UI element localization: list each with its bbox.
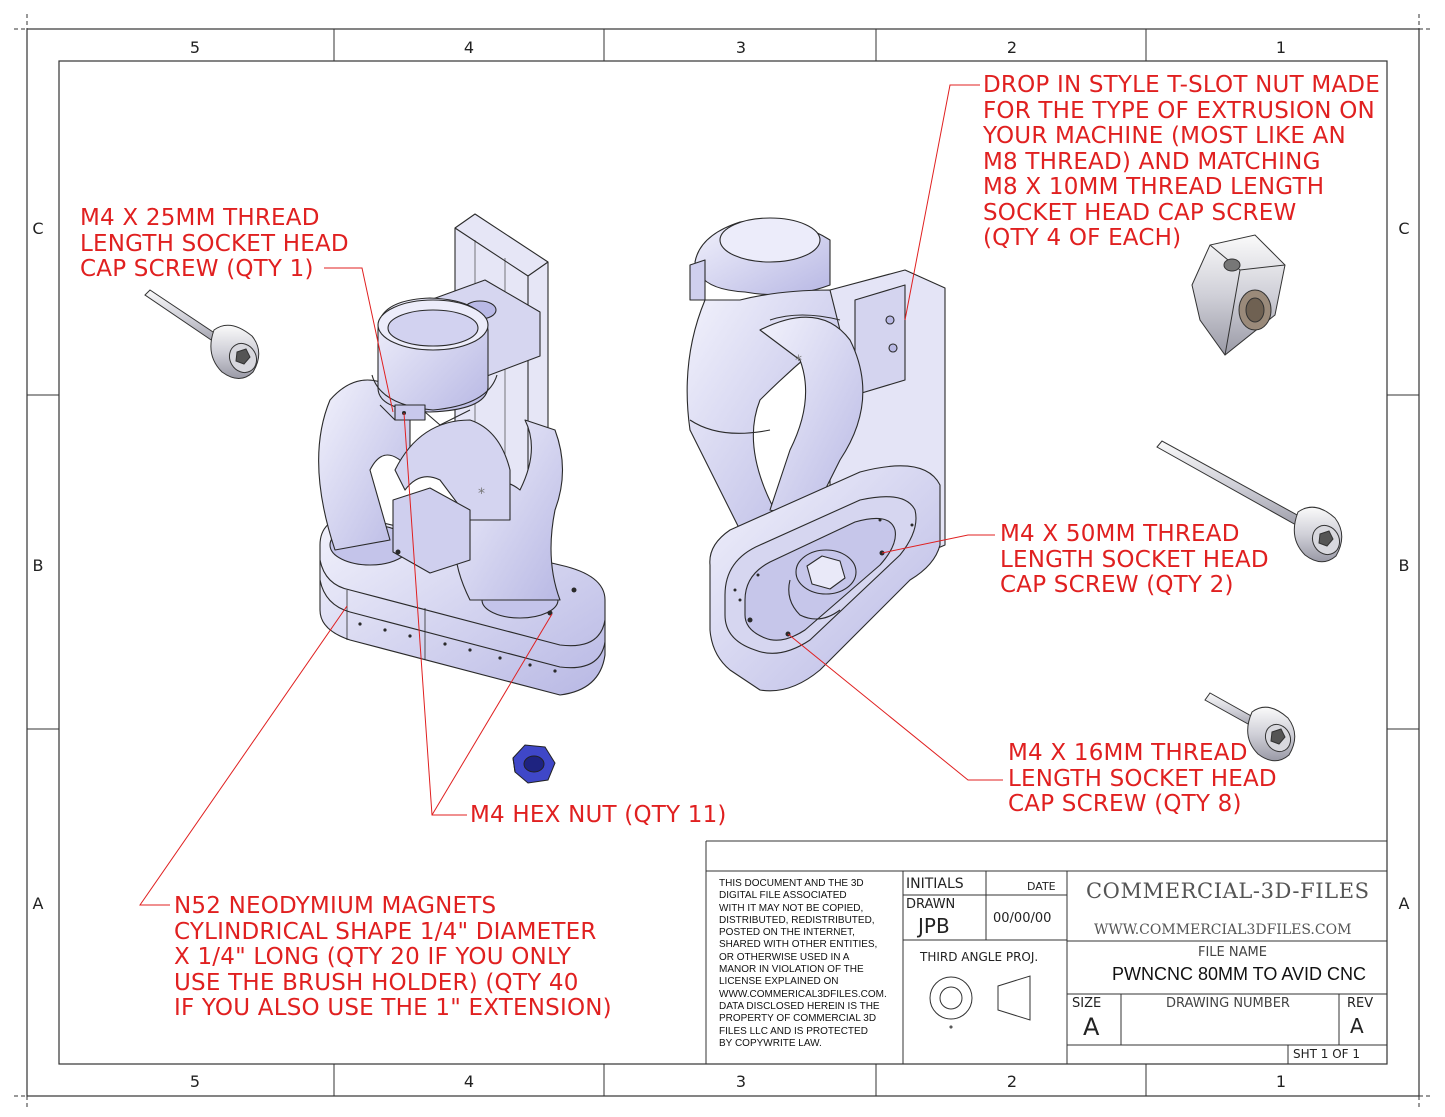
zone-row-a-right: A [1398,894,1410,913]
sheet-border [14,14,1433,1110]
cap-screw-25mm-icon [144,289,260,379]
date-label: DATE [1027,880,1056,893]
zone-col-2-bottom: 2 [1006,1072,1018,1091]
company-name: COMMERCIAL-3D-FILES [1086,879,1370,903]
projection-label: THIRD ANGLE PROJ. [920,950,1039,964]
zone-row-a-left: A [32,894,44,913]
zone-col-5-top: 5 [189,38,201,57]
company-website: WWW.COMMERCIAL3DFILES.COM [1094,922,1352,938]
zone-row-b-right: B [1398,556,1410,575]
cap-screw-16mm-icon [1204,692,1296,762]
zone-col-2-top: 2 [1006,38,1018,57]
size-label: SIZE [1072,996,1102,1011]
rev-value: A [1350,1014,1364,1038]
zone-col-4-bottom: 4 [463,1072,475,1091]
initials-label: INITIALS [906,876,964,892]
zone-row-c-left: C [32,219,44,238]
svg-text:*: * [795,353,802,369]
brush-holder-assembly-left: * [318,213,606,696]
drawn-label: DRAWN [906,897,956,912]
callout-hex-nut: M4 HEX NUT (QTY 11) [470,802,727,828]
t-slot-nut-icon [1191,234,1286,356]
leader-lines [139,84,1003,906]
zone-col-4-top: 4 [463,38,475,57]
drawing-number-label: DRAWING NUMBER [1166,996,1290,1011]
cap-screw-50mm-icon [1156,440,1343,563]
zone-col-3-top: 3 [735,38,747,57]
zone-col-3-bottom: 3 [735,1072,747,1091]
zone-row-c-right: C [1398,219,1410,238]
zone-col-1-bottom: 1 [1275,1072,1287,1091]
file-name-label: FILE NAME [1198,945,1267,960]
hex-nut-icon [512,744,556,784]
drawn-by-value: JPB [918,914,950,938]
date-value: 00/00/00 [993,911,1052,926]
size-value: A [1083,1013,1100,1041]
zone-row-b-left: B [32,556,44,575]
rev-label: REV [1347,996,1374,1011]
sheet-number: SHT 1 OF 1 [1293,1047,1361,1061]
third-angle-projection-icon [929,975,1031,1029]
zone-col-5-bottom: 5 [189,1072,201,1091]
svg-text:*: * [478,486,485,502]
file-name-value: PWNCNC 80MM TO AVID CNC [1112,964,1367,984]
zone-col-1-top: 1 [1275,38,1287,57]
title-block-frame [705,840,1387,1064]
brush-holder-assembly-right: * [686,217,946,692]
